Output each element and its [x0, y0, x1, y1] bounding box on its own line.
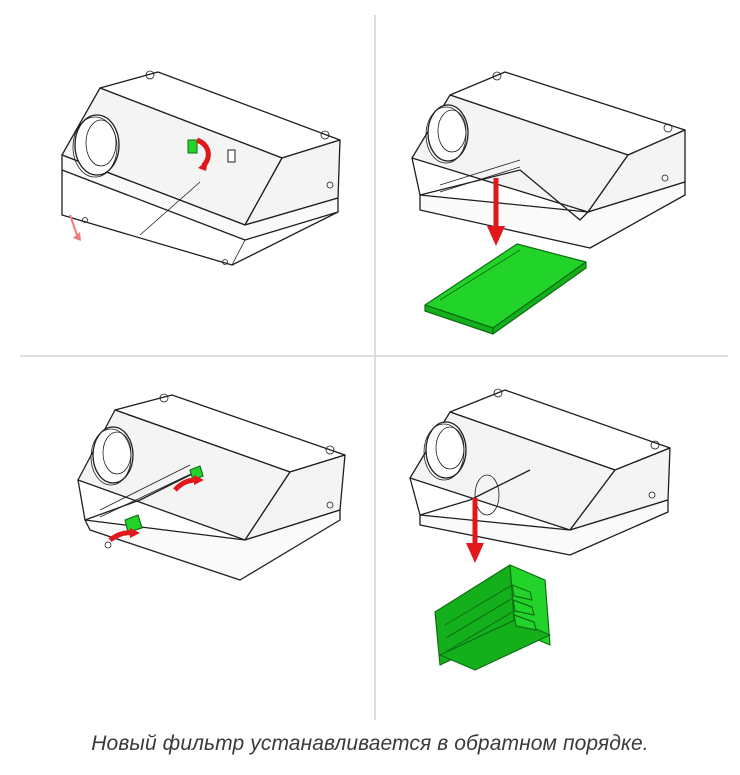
unit-body	[61, 70, 341, 266]
red-arrow	[466, 498, 484, 563]
red-arrow	[108, 475, 204, 543]
pleated-filter	[434, 564, 551, 671]
red-arrow	[69, 137, 211, 241]
unit-body	[77, 393, 346, 581]
panel-step-2	[411, 71, 686, 335]
duct-collar	[425, 104, 469, 164]
duct-collar	[72, 114, 120, 178]
filter-latch	[124, 465, 204, 533]
duct-collar	[423, 421, 467, 481]
panel-filter	[424, 243, 587, 335]
duct-collar	[90, 426, 134, 486]
panel-step-3	[77, 393, 346, 581]
red-arrow	[487, 178, 505, 246]
panel-step-1	[61, 70, 341, 266]
caption: Новый фильтр устанавливается в обратном …	[91, 732, 649, 755]
side-clip	[187, 139, 236, 163]
panel-step-4	[409, 388, 671, 671]
